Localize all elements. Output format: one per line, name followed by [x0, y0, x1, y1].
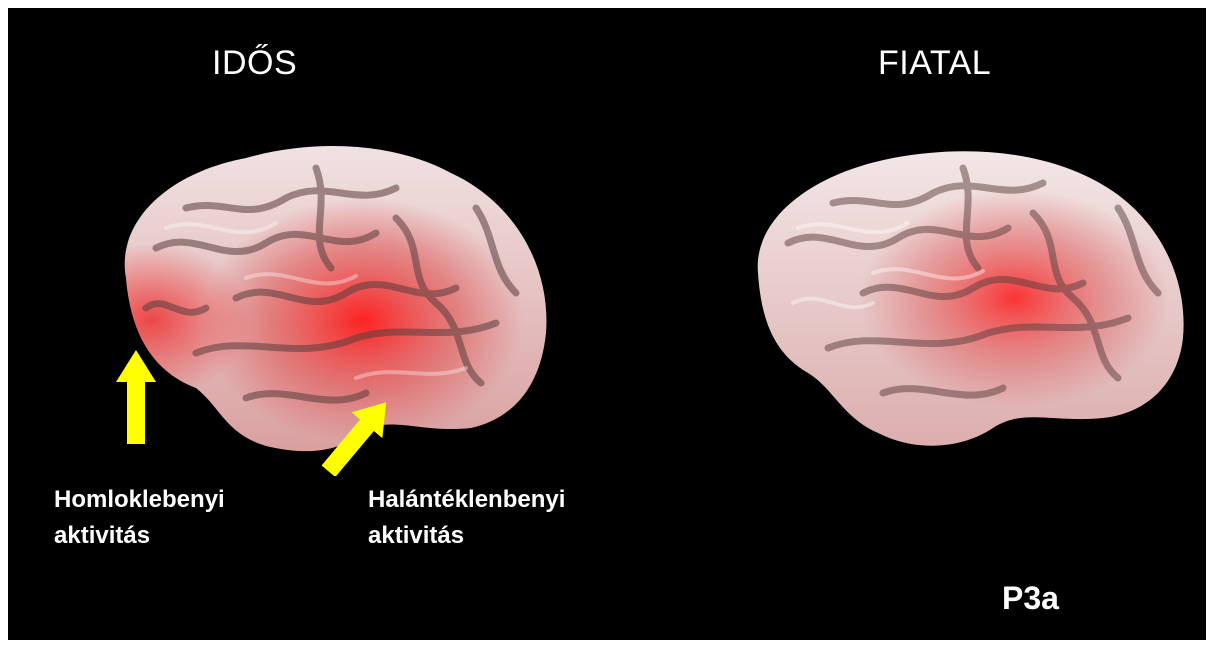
brain-image-young: [733, 133, 1203, 463]
caption-frontal-line2: aktivitás: [54, 518, 225, 554]
caption-frontal-line1: Homloklebenyi: [54, 482, 225, 518]
arrow-icon: [114, 348, 158, 446]
caption-temporal-line2: aktivitás: [368, 518, 565, 554]
slide: IDŐS FIATAL: [8, 8, 1206, 640]
caption-temporal: Halántéklenbenyi aktivitás: [368, 482, 565, 554]
heading-old: IDŐS: [212, 44, 297, 83]
caption-frontal: Homloklebenyi aktivitás: [54, 482, 225, 554]
arrow-icon: [313, 396, 403, 476]
heading-young: FIATAL: [878, 44, 991, 83]
component-label: P3a: [1002, 580, 1059, 617]
caption-temporal-line1: Halántéklenbenyi: [368, 482, 565, 518]
